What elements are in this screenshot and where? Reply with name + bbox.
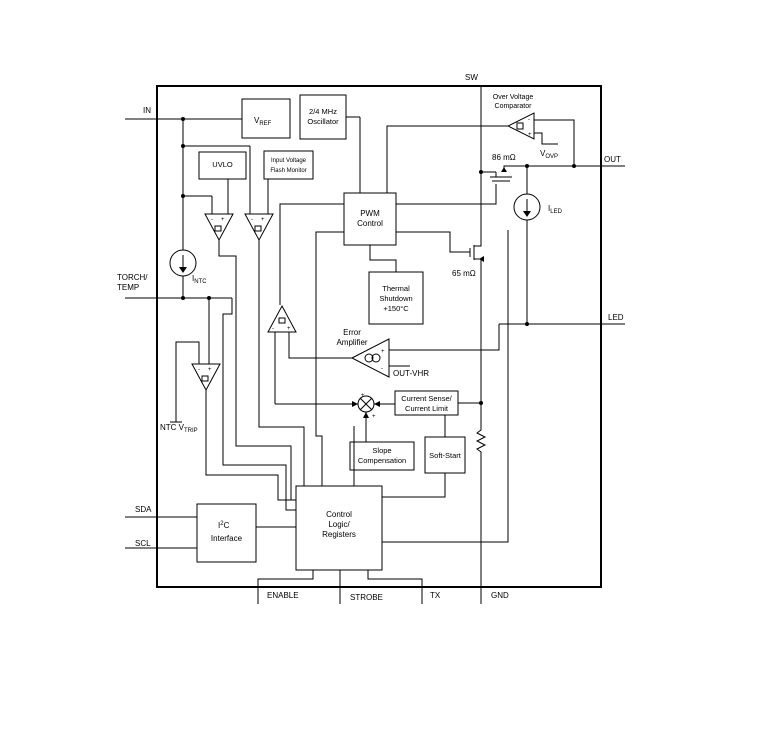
- svg-text:-: -: [211, 217, 213, 223]
- svg-text:-: -: [528, 117, 530, 123]
- pin-torch-temp-line2: TEMP: [117, 283, 139, 292]
- ivfm-comparator: [244, 213, 274, 242]
- pwm-label-line2: Control: [357, 219, 383, 228]
- i2c-label-line2: Interface: [211, 534, 243, 543]
- pin-strobe: STROBE: [350, 593, 383, 602]
- ivfm-label-line2: Flash Monitor: [270, 168, 306, 174]
- uvlo-block: [198, 151, 247, 180]
- vref-label: VREF: [254, 116, 272, 127]
- svg-text:-: -: [272, 326, 274, 332]
- svg-text:+: +: [208, 367, 212, 373]
- control-logic-block: [295, 485, 383, 571]
- error-amp-label-line1: Error: [343, 328, 361, 337]
- iled-label: ILED: [548, 204, 563, 215]
- svg-text:+: +: [261, 217, 265, 223]
- pin-enable: ENABLE: [267, 591, 299, 600]
- r86-label: 86 mΩ: [492, 153, 516, 162]
- pin-scl: SCL: [135, 539, 151, 548]
- ivfm-block: [263, 150, 314, 180]
- ivfm-label-line1: Input Voltage: [271, 158, 307, 164]
- uvlo-comparator: [204, 213, 234, 242]
- current-sense-label-line1: Current Sense/: [401, 394, 452, 403]
- pin-out: OUT: [604, 155, 621, 164]
- svg-text:-: -: [251, 217, 253, 223]
- pin-in: IN: [143, 106, 151, 115]
- error-amp-comparator: [267, 304, 297, 333]
- svg-text:+: +: [528, 132, 532, 138]
- slope-label-line1: Slope: [372, 446, 391, 455]
- ovp-label-line2: Comparator: [495, 103, 533, 110]
- vovp-label: VOVP: [540, 149, 558, 160]
- intc-label: INTC: [192, 274, 207, 285]
- vref-block: [241, 98, 291, 139]
- thermal-shutdown-block: [368, 271, 424, 325]
- svg-text:+: +: [372, 414, 376, 420]
- pwm-label-line1: PWM: [360, 209, 380, 218]
- slope-label-line2: Compensation: [358, 456, 406, 465]
- ovp-label-line1: Over Voltage: [493, 94, 534, 101]
- svg-text:+: +: [361, 393, 365, 399]
- i2c-interface-block: [196, 503, 257, 563]
- svg-text:+: +: [381, 349, 385, 355]
- oscillator-label-line2: Oscillator: [307, 117, 339, 126]
- current-sense-block: [394, 390, 459, 416]
- pin-sda: SDA: [135, 505, 152, 514]
- current-sense-label-line2: Current Limit: [405, 404, 449, 413]
- soft-start-label: Soft-Start: [429, 451, 462, 460]
- i2c-label-line1: I2C: [218, 521, 230, 530]
- pin-tx: TX: [430, 591, 441, 600]
- pin-gnd: GND: [491, 591, 509, 600]
- svg-text:-: -: [198, 367, 200, 373]
- oscillator-label-line1: 2/4 MHz: [309, 107, 337, 116]
- chip-outline: [156, 85, 602, 588]
- error-amp-label-line2: Amplifier: [336, 338, 367, 347]
- control-label-line1: Control: [326, 510, 352, 519]
- thermal-label-line3: +150°C: [383, 304, 409, 313]
- outvhr-label: OUT-VHR: [393, 369, 429, 378]
- pin-led: LED: [608, 313, 624, 322]
- ovp-comparator: [506, 112, 535, 140]
- pin-torch-temp-line1: TORCH/: [117, 273, 148, 282]
- error-amplifier: [350, 338, 390, 378]
- svg-text:-: -: [381, 366, 383, 372]
- ntc-comparator: [191, 363, 221, 392]
- r65-label: 65 mΩ: [452, 269, 476, 278]
- control-label-line2: Logic/: [328, 520, 350, 529]
- svg-text:+: +: [221, 217, 225, 223]
- control-label-line3: Registers: [322, 530, 356, 539]
- svg-text:+: +: [287, 326, 291, 332]
- ntc-vtrip-label: NTC VTRIP: [160, 423, 198, 434]
- oscillator-block: [299, 94, 347, 140]
- pin-sw: SW: [465, 73, 478, 82]
- slope-compensation-block: [349, 441, 415, 471]
- thermal-label-line2: Shutdown: [379, 294, 412, 303]
- uvlo-label: UVLO: [212, 160, 233, 169]
- thermal-label-line1: Thermal: [382, 284, 410, 293]
